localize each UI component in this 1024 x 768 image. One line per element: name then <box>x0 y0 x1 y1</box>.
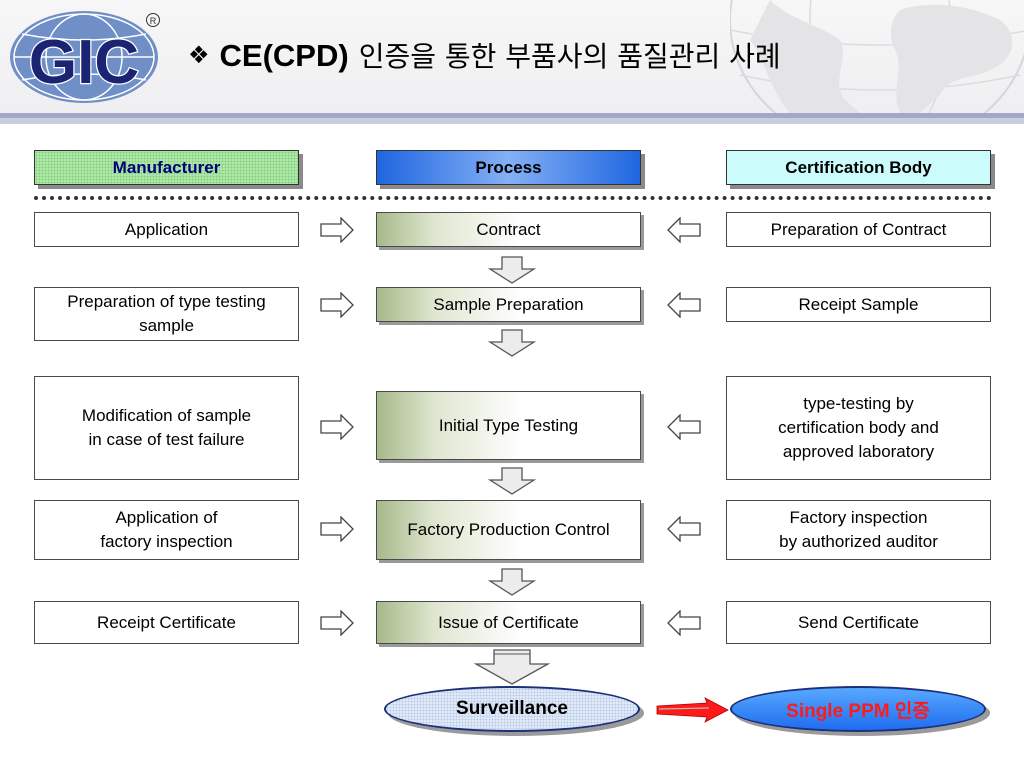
page-title: ❖ CE(CPD) 인증을 통한 부품사의 품질관리 사례 <box>188 34 781 78</box>
svg-text:GIC: GIC <box>29 28 139 97</box>
process-step-initial-type-testing: Initial Type Testing <box>376 391 641 460</box>
manufacturer-header: Manufacturer <box>34 150 299 185</box>
process-step-sample-preparation: Sample Preparation <box>376 287 641 322</box>
manufacturer-step-receipt-certificate: Receipt Certificate <box>34 601 299 644</box>
header-band: GIC R ❖ CE(CPD) 인증을 통한 부품사의 품질관리 사례 <box>0 0 1024 113</box>
manufacturer-step-application: Application <box>34 212 299 247</box>
arrow-right-icon <box>320 610 354 636</box>
arrow-right-icon <box>320 516 354 542</box>
manufacturer-step-application-inspection: Application of factory inspection <box>34 500 299 560</box>
arrow-down-icon <box>488 568 536 596</box>
title-rest: 인증을 통한 부품사의 품질관리 사례 <box>358 40 781 73</box>
world-map-watermark <box>730 0 1024 113</box>
manufacturer-step-preparation-sample: Preparation of type testing sample <box>34 287 299 341</box>
process-step-contract: Contract <box>376 212 641 247</box>
cert-step-factory-inspection: Factory inspection by authorized auditor <box>726 500 991 560</box>
arrow-right-icon <box>320 217 354 243</box>
arrow-down-icon <box>474 649 550 685</box>
manufacturer-step-modification: Modification of sample in case of test f… <box>34 376 299 480</box>
arrow-left-icon <box>667 516 701 542</box>
arrow-left-icon <box>667 610 701 636</box>
title-lead: CE(CPD) <box>219 38 349 73</box>
process-step-issue-certificate: Issue of Certificate <box>376 601 641 644</box>
arrow-left-icon <box>667 414 701 440</box>
cert-step-receipt-sample: Receipt Sample <box>726 287 991 322</box>
diamond-bullet-icon: ❖ <box>188 42 210 69</box>
arrow-down-icon <box>488 256 536 284</box>
arrow-left-icon <box>667 217 701 243</box>
arrow-right-icon <box>320 414 354 440</box>
cert-step-type-testing: type-testing by certification body and a… <box>726 376 991 480</box>
certification-body-header: Certification Body <box>726 150 991 185</box>
arrow-left-icon <box>667 292 701 318</box>
arrow-down-icon <box>488 329 536 357</box>
process-header: Process <box>376 150 641 185</box>
cert-step-send-certificate: Send Certificate <box>726 601 991 644</box>
header-divider <box>0 113 1024 124</box>
arrow-down-icon <box>488 467 536 495</box>
single-ppm-oval: Single PPM 인증 <box>730 686 986 732</box>
red-arrow-icon <box>656 697 729 723</box>
column-separator <box>34 196 992 200</box>
gic-logo: GIC R <box>10 11 160 103</box>
svg-text:R: R <box>150 16 157 26</box>
arrow-right-icon <box>320 292 354 318</box>
process-step-factory-production-control: Factory Production Control <box>376 500 641 560</box>
surveillance-oval: Surveillance <box>384 686 640 732</box>
cert-step-preparation-of-contract: Preparation of Contract <box>726 212 991 247</box>
